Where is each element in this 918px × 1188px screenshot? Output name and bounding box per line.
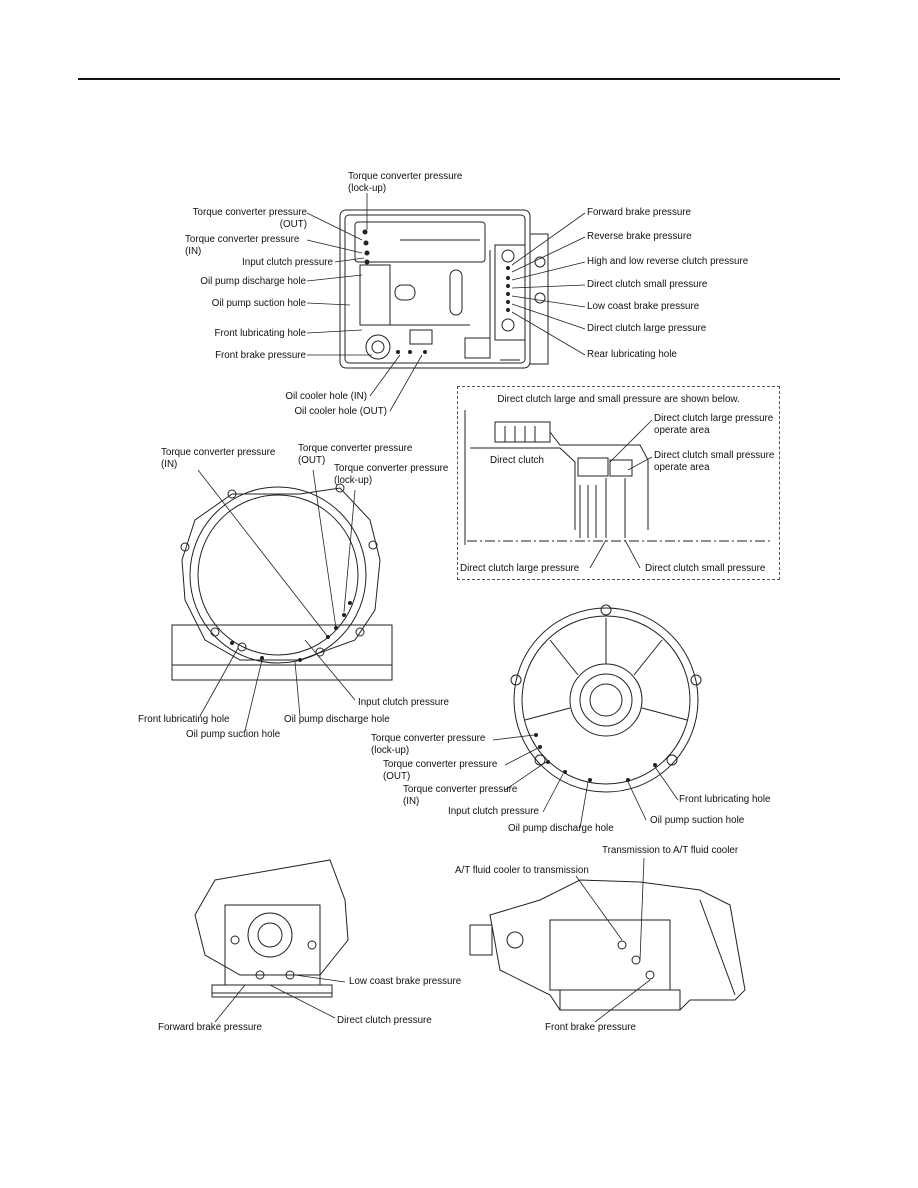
oil-pump-holes xyxy=(534,733,657,782)
f1-dc-large-label: Direct clutch large pressure xyxy=(587,323,707,334)
f2-small-pressure-label: Direct clutch small pressure xyxy=(645,563,766,574)
converter-housing-drawing xyxy=(171,483,393,681)
f5-low-coast-label: Low coast brake pressure xyxy=(349,976,462,987)
f1-pump-discharge-label: Oil pump discharge hole xyxy=(200,276,306,287)
f1-cooler-out-label: Oil cooler hole (OUT) xyxy=(294,406,387,417)
f1-low-coast-label: Low coast brake pressure xyxy=(587,301,700,312)
direct-clutch-section xyxy=(464,410,772,545)
f2-large-area-label: Direct clutch large pressure operate are… xyxy=(654,413,774,436)
f1-tc-in-label: Torque converter pressure (IN) xyxy=(185,234,300,257)
f1-tc-out-label: Torque converter pressure (OUT) xyxy=(192,207,307,230)
f1-hlr-clutch-label: High and low reverse clutch pressure xyxy=(587,256,749,267)
f1-forward-brake-label: Forward brake pressure xyxy=(587,207,691,218)
f3-tc-out-label: Torque converter pressure (OUT) xyxy=(298,443,413,466)
direct-clutch-inset-frame xyxy=(457,386,780,580)
f4-pump-discharge-label: Oil pump discharge hole xyxy=(508,823,614,834)
f1-front-brake-label: Front brake pressure xyxy=(215,350,306,361)
f3-pump-suction-label: Oil pump suction hole xyxy=(186,729,281,740)
f4-tc-lockup-label: Torque converter pressure (lock-up) xyxy=(371,733,486,756)
transmission-side-drawing xyxy=(469,879,746,1011)
f6-front-brake-label: Front brake pressure xyxy=(545,1022,636,1033)
f1-cooler-in-label: Oil cooler hole (IN) xyxy=(285,391,367,402)
f1-input-clutch-label: Input clutch pressure xyxy=(242,257,333,268)
f2-large-pressure-label: Direct clutch large pressure xyxy=(460,563,580,574)
f1-pump-suction-label: Oil pump suction hole xyxy=(211,298,306,309)
f3-tc-in-label: Torque converter pressure (IN) xyxy=(161,447,276,470)
case-face-holes xyxy=(362,229,510,354)
f5-forward-brake-label: Forward brake pressure xyxy=(158,1022,262,1033)
f3-pump-discharge-label: Oil pump discharge hole xyxy=(284,714,390,725)
f4-input-clutch-label: Input clutch pressure xyxy=(448,806,539,817)
f4-tc-in-label: Torque converter pressure (IN) xyxy=(403,784,518,807)
f1-rear-lub-label: Rear lubricating hole xyxy=(587,349,677,360)
converter-housing-holes xyxy=(230,601,352,662)
f3-front-lub-label: Front lubricating hole xyxy=(138,714,230,725)
oil-pump-leaders xyxy=(492,734,679,829)
f1-tc-lockup-label: Torque converter pressure (lock-up) xyxy=(348,171,463,194)
f5-direct-clutch-label: Direct clutch pressure xyxy=(337,1015,432,1026)
f4-tc-out-label: Torque converter pressure (OUT) xyxy=(383,759,498,782)
case-face-leaders xyxy=(306,193,586,412)
direct-clutch-leaders xyxy=(589,419,653,569)
transmission-side-leaders xyxy=(575,857,651,1023)
f2-small-area-label: Direct clutch small pressure operate are… xyxy=(654,450,775,473)
f1-reverse-brake-label: Reverse brake pressure xyxy=(587,231,692,242)
f4-pump-suction-label: Oil pump suction hole xyxy=(650,815,745,826)
f2-title: Direct clutch large and small pressure a… xyxy=(497,394,740,405)
f4-front-lub-label: Front lubricating hole xyxy=(679,794,771,805)
transmission-front-drawing xyxy=(194,859,349,998)
header-rule xyxy=(78,78,840,80)
transmission-front-leaders xyxy=(214,974,346,1023)
case-face-drawing xyxy=(339,209,549,369)
f3-tc-lockup-label: Torque converter pressure (lock-up) xyxy=(334,463,449,486)
f2-direct-clutch-label: Direct clutch xyxy=(490,455,544,466)
f1-dc-small-label: Direct clutch small pressure xyxy=(587,279,708,290)
f6-to-cooler-label: Transmission to A/T fluid cooler xyxy=(602,845,739,856)
f3-input-clutch-label: Input clutch pressure xyxy=(358,697,449,708)
oil-pump-drawing xyxy=(510,604,702,793)
converter-housing-leaders xyxy=(197,469,356,732)
f6-from-cooler-label: A/T fluid cooler to transmission xyxy=(455,865,589,876)
f1-front-lub-label: Front lubricating hole xyxy=(214,328,307,339)
